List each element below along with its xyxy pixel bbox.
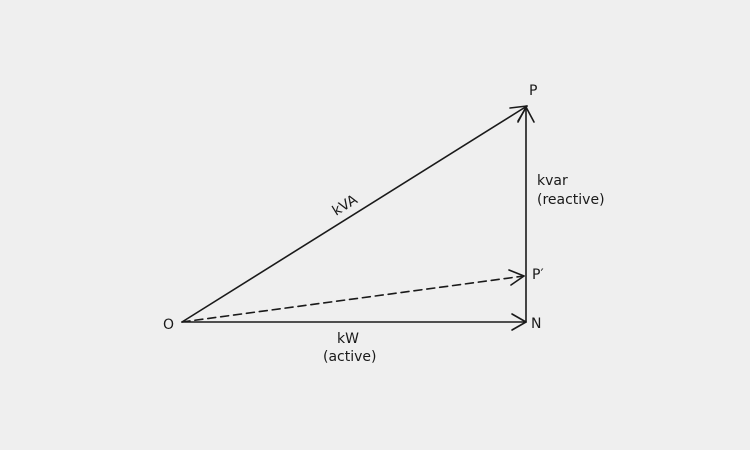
kvar-label: kvar: [537, 173, 568, 189]
point-label-p-prime: P′: [532, 267, 544, 283]
kvar-sublabel: (reactive): [537, 192, 605, 208]
corrected-kva-vector: [181, 269, 525, 323]
kw-vector: [181, 313, 527, 331]
point-label-n: N: [531, 316, 541, 332]
point-label-o: O: [163, 317, 174, 333]
kva-vector: [181, 105, 528, 323]
kva-label: kVA: [330, 192, 361, 220]
kw-sublabel: (active): [323, 349, 376, 365]
point-label-p: P: [529, 83, 537, 99]
kvar-vector: [517, 105, 535, 323]
kw-label: kW: [337, 331, 359, 347]
